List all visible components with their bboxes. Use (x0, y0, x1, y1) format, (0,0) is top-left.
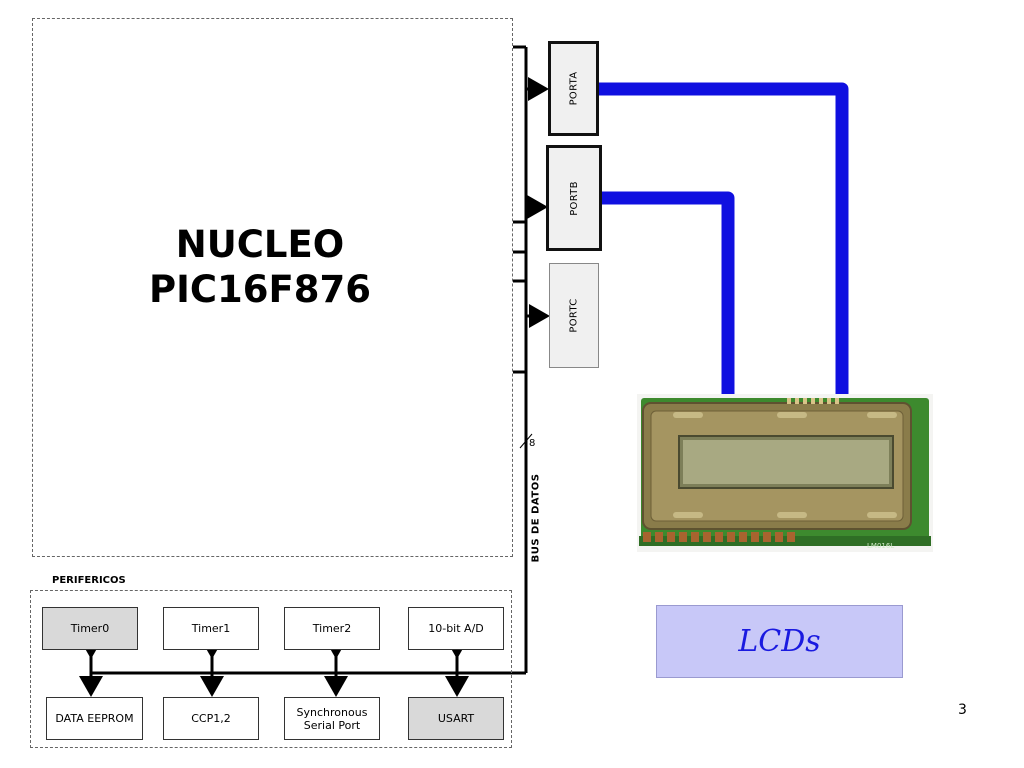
lcd-label-box: LCDs (656, 605, 903, 678)
port-c-box: PORTC (549, 263, 599, 368)
lcd-label: LCDs (738, 624, 821, 659)
usart-label: USART (437, 712, 475, 725)
lcd-module-image: LM016L (637, 394, 933, 552)
port-a-box: PORTA (548, 41, 599, 136)
peripherals-box (30, 590, 512, 748)
lcd-marking: LM016L (867, 542, 894, 550)
data-eeprom-box: DATA EEPROM (46, 697, 143, 740)
core-title-line2: PIC16F876 (148, 268, 372, 311)
adc-box: 10-bit A/D (408, 607, 504, 650)
timer1-label: Timer1 (191, 622, 231, 635)
timer0-box: Timer0 (42, 607, 138, 650)
port-b-label: PORTB (568, 180, 580, 216)
timer0-label: Timer0 (70, 622, 110, 635)
adc-label: 10-bit A/D (428, 622, 484, 635)
port-b-box: PORTB (546, 145, 602, 251)
usart-box: USART (408, 697, 504, 740)
core-box (32, 18, 513, 557)
core-title-line1: NUCLEO (175, 223, 345, 266)
peripherals-title: PERIFERICOS (52, 575, 126, 586)
core-title: NUCLEO PIC16F876 (32, 222, 488, 312)
timer2-box: Timer2 (284, 607, 380, 650)
bus-label: BUS DE DATOS (530, 473, 542, 563)
ccp-label: CCP1,2 (191, 712, 231, 725)
bus-width-slash (519, 433, 533, 449)
timer1-box: Timer1 (163, 607, 259, 650)
timer2-label: Timer2 (312, 622, 352, 635)
bus-width-label: 8 (529, 438, 536, 449)
port-a-label: PORTA (567, 71, 579, 106)
ssp-box: Synchronous Serial Port (284, 697, 380, 740)
porta-lcd-wire (599, 82, 849, 401)
ssp-label: Synchronous Serial Port (296, 705, 368, 732)
page-number: 3 (958, 702, 967, 718)
data-eeprom-label: DATA EEPROM (55, 712, 134, 725)
ccp-box: CCP1,2 (163, 697, 259, 740)
port-c-label: PORTC (568, 298, 580, 333)
portb-lcd-wire (601, 191, 735, 401)
